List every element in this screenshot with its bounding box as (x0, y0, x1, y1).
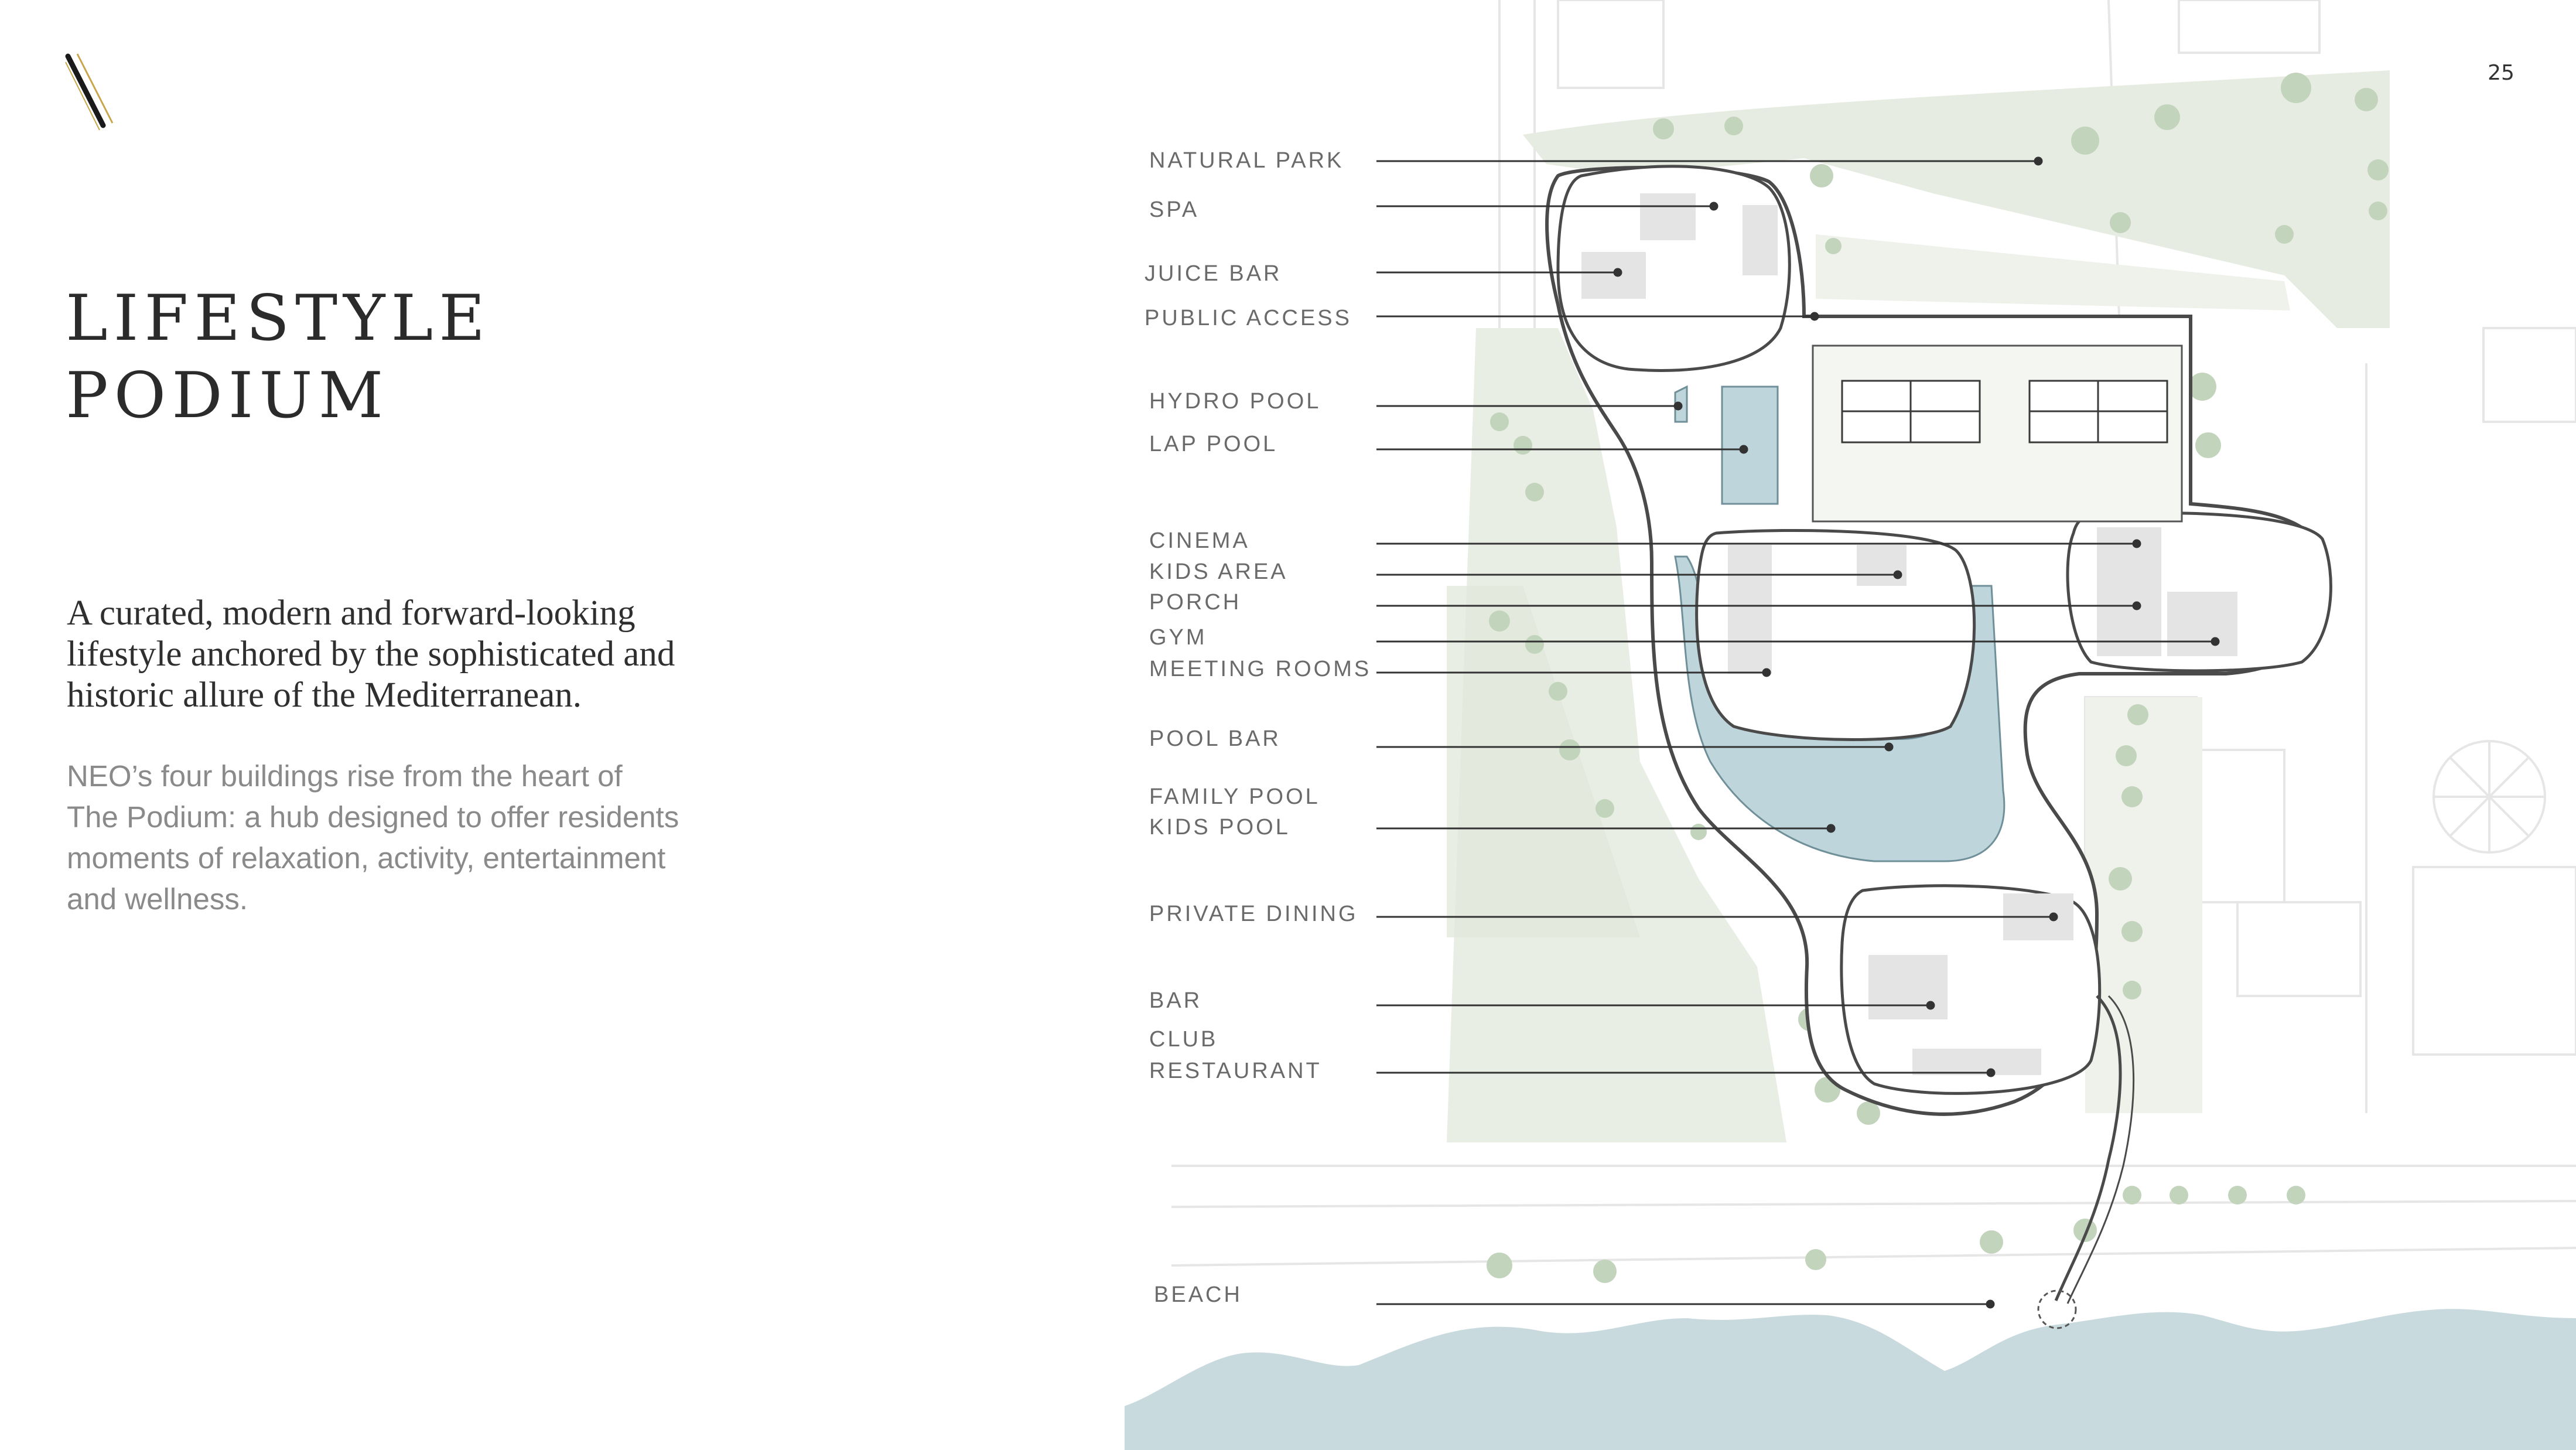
brand-logo (65, 53, 114, 131)
label-meeting-rooms: MEETING ROOMS (1149, 657, 1372, 681)
label-hydro-pool: HYDRO POOL (1149, 389, 1321, 414)
label-juice-bar: JUICE BAR (1144, 261, 1282, 286)
label-spa: SPA (1149, 197, 1200, 222)
lead-line: A curated, modern and forward-looking (67, 593, 636, 633)
label-club: CLUB (1149, 1027, 1218, 1052)
lead-paragraph: A curated, modern and forward-looking li… (67, 593, 840, 716)
label-cinema: CINEMA (1149, 528, 1250, 553)
body-paragraph: NEO’s four buildings rise from the heart… (67, 756, 828, 920)
label-pool-bar: POOL BAR (1149, 726, 1281, 751)
body-line: NEO’s four buildings rise from the heart… (67, 759, 623, 793)
label-lap-pool: LAP POOL (1149, 432, 1278, 456)
label-porch: PORCH (1149, 590, 1242, 615)
leader-lines (1376, 156, 2220, 1309)
page-number: 25 (2488, 61, 2514, 85)
sea (1125, 1309, 2576, 1450)
park-greenery (1447, 70, 2390, 1142)
label-private-dining: PRIVATE DINING (1149, 902, 1358, 926)
label-gym: GYM (1149, 625, 1207, 650)
label-family-pool: FAMILY POOL (1149, 784, 1320, 809)
tennis-courts (1812, 344, 2183, 523)
label-beach: BEACH (1154, 1282, 1242, 1307)
pier (2054, 995, 2122, 1301)
pools (1674, 385, 2006, 862)
lead-line: lifestyle anchored by the sophisticated … (67, 634, 675, 674)
page-title: LIFESTYLE PODIUM (66, 280, 491, 435)
body-line: and wellness. (67, 882, 248, 916)
label-public-access: PUBLIC ACCESS (1144, 306, 1352, 330)
title-line: LIFESTYLE (66, 282, 491, 355)
interior-rooms (1581, 193, 2237, 1075)
body-line: moments of relaxation, activity, enterta… (67, 841, 666, 875)
label-natural-park: NATURAL PARK (1149, 148, 1344, 173)
lead-line: historic allure of the Mediterranean. (67, 675, 582, 715)
body-line: The Podium: a hub designed to offer resi… (67, 800, 679, 834)
pier-end (2037, 1289, 2077, 1329)
label-kids-area: KIDS AREA (1149, 559, 1288, 584)
title-line: PODIUM (66, 359, 390, 432)
label-restaurant: RESTAURANT (1149, 1059, 1322, 1083)
label-bar: BAR (1149, 988, 1202, 1013)
label-kids-pool: KIDS POOL (1149, 815, 1290, 840)
